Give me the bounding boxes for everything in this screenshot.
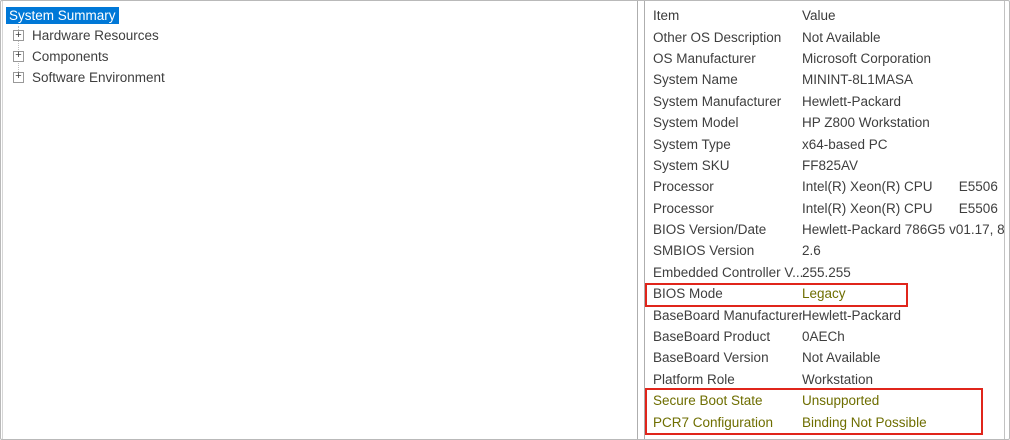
value-cell: Hewlett-Packard [802, 307, 902, 323]
tree-item-software-environment[interactable]: Software Environment [6, 67, 168, 88]
value-cell: HP Z800 Workstation [802, 115, 930, 131]
table-row[interactable]: BaseBoard Version Not Available [645, 347, 1004, 368]
item-cell: BIOS Version/Date [653, 222, 767, 238]
item-cell: System Manufacturer [653, 93, 782, 109]
table-row[interactable]: System Type x64-based PC [645, 133, 1004, 154]
table-row[interactable]: System Model HP Z800 Workstation [645, 112, 1004, 133]
item-cell: System Type [653, 136, 731, 152]
value-cell: Not Available [802, 29, 881, 45]
table-row[interactable]: BaseBoard Product 0AECh [645, 326, 1004, 347]
table-row[interactable]: SMBIOS Version 2.6 [645, 240, 1004, 261]
value-cell: MININT-8L1MASA [802, 72, 914, 88]
item-cell: Platform Role [653, 371, 735, 387]
value-cell: Hewlett-Packard [802, 93, 902, 109]
value-cell: FF825AV [802, 157, 859, 173]
item-cell: System Model [653, 115, 739, 131]
item-cell: SMBIOS Version [653, 243, 755, 259]
expand-plus-icon[interactable] [13, 30, 24, 42]
category-tree-panel: System Summary Hardware Resources Compon… [2, 1, 638, 439]
item-cell: BaseBoard Product [653, 329, 771, 345]
value-cell: Workstation [802, 371, 874, 387]
value-cell: Intel(R) Xeon(R) CPU E5506 [802, 179, 998, 195]
value-cell: Not Available [802, 350, 881, 366]
table-row[interactable]: System Name MININT-8L1MASA [645, 69, 1004, 90]
item-cell: System Name [653, 72, 738, 88]
value-cell: Binding Not Possible [802, 414, 927, 430]
list-header-row: Item Value [645, 5, 1004, 26]
tree-item-components[interactable]: Components [6, 46, 168, 67]
column-header-value[interactable]: Value [802, 8, 836, 24]
item-cell: Other OS Description [653, 29, 782, 45]
table-row[interactable]: Secure Boot State Unsupported [645, 390, 1004, 411]
tree-item-label: System Summary [6, 6, 119, 24]
table-row[interactable]: OS Manufacturer Microsoft Corporation [645, 48, 1004, 69]
value-cell: Microsoft Corporation [802, 50, 932, 66]
column-header-item[interactable]: Item [653, 8, 680, 24]
item-cell: PCR7 Configuration [653, 414, 774, 430]
item-cell: Processor [653, 200, 714, 216]
table-row[interactable]: Processor Intel(R) Xeon(R) CPU E5506 [645, 198, 1004, 219]
table-row[interactable]: PCR7 Configuration Binding Not Possible [645, 411, 1004, 432]
tree-item-hardware-resources[interactable]: Hardware Resources [6, 26, 168, 47]
tree-item-label: Software Environment [32, 69, 165, 85]
item-cell: System SKU [653, 157, 730, 173]
item-cell: Embedded Controller V... [653, 264, 802, 280]
value-cell: 0AECh [802, 329, 845, 345]
value-cell: x64-based PC [802, 136, 888, 152]
item-cell: BIOS Mode [653, 286, 723, 302]
value-cell: 255.255 [802, 264, 851, 280]
item-cell: Secure Boot State [653, 393, 763, 409]
item-cell: OS Manufacturer [653, 50, 756, 66]
value-cell: 2.6 [802, 243, 821, 259]
tree-item-label: Hardware Resources [32, 28, 159, 44]
table-row[interactable]: Other OS Description Not Available [645, 26, 1004, 47]
tree-item-label: Components [32, 48, 109, 64]
expand-plus-icon[interactable] [13, 71, 24, 83]
table-row[interactable]: Embedded Controller V...255.255 [645, 262, 1004, 283]
table-row[interactable]: System SKU FF825AV [645, 155, 1004, 176]
value-cell: Intel(R) Xeon(R) CPU E5506 [802, 200, 998, 216]
value-cell: Hewlett-Packard 786G5 v01.17, 8/ [802, 222, 1004, 238]
table-row[interactable]: System Manufacturer Hewlett-Packard [645, 91, 1004, 112]
value-cell: Unsupported [802, 393, 880, 409]
category-tree: System Summary Hardware Resources Compon… [6, 5, 168, 87]
table-row[interactable]: BIOS Version/Date Hewlett-Packard 786G5 v… [645, 219, 1004, 240]
expand-plus-icon[interactable] [13, 50, 24, 62]
table-row[interactable]: Processor Intel(R) Xeon(R) CPU E5506 [645, 176, 1004, 197]
value-cell: Legacy [802, 286, 846, 302]
tree-item-system-summary[interactable]: System Summary [6, 5, 168, 26]
item-cell: BaseBoard Manufacturer [653, 307, 802, 323]
table-row[interactable]: Platform Role Workstation [645, 369, 1004, 390]
table-row[interactable]: BIOS Mode Legacy [645, 283, 1004, 304]
item-cell: BaseBoard Version [653, 350, 769, 366]
item-cell: Processor [653, 179, 714, 195]
